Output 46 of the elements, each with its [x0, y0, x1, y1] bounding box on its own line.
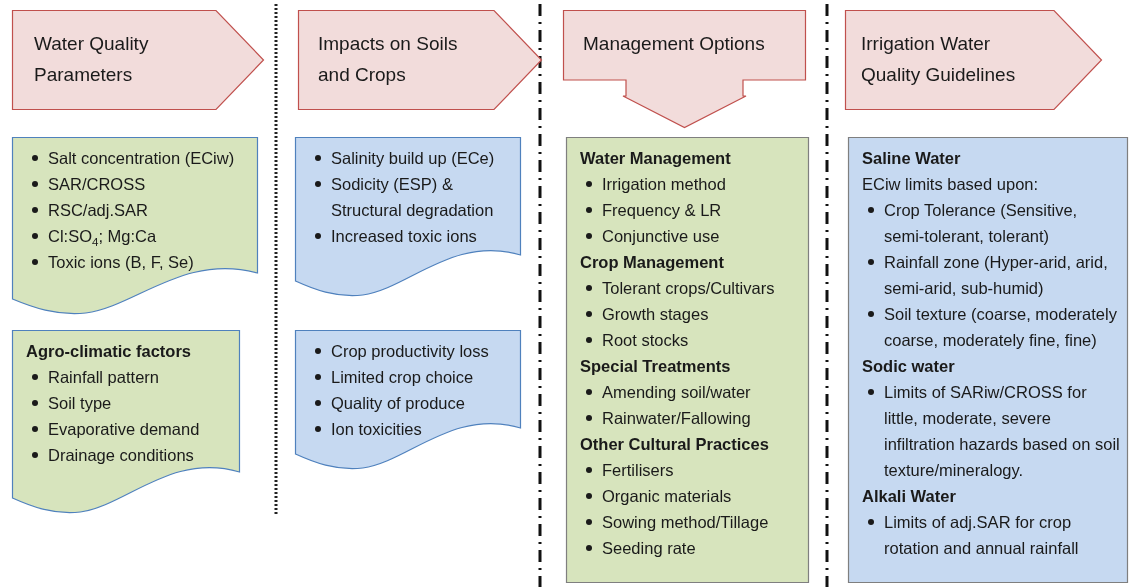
bullet-text: Drainage conditions [48, 445, 195, 466]
list-heading: Crop Management [580, 252, 725, 273]
bullet-text: Salt concentration (ECiw) [48, 148, 236, 169]
bullet-text: Tolerant crops/Cultivars [602, 278, 776, 299]
bullet-text: Organic materials [602, 486, 733, 507]
bullet-text: Amending soil/water [602, 382, 752, 403]
bullet-text: Crop productivity loss [331, 341, 490, 362]
bullet-text: Growth stages [602, 304, 710, 325]
bullet-text: Irrigation method [602, 174, 727, 195]
header-title: Management Options [583, 32, 766, 56]
list-heading: Special Treatments [580, 356, 732, 377]
bullet-text: Cl:SO$_{4}$; Mg:Ca [48, 226, 158, 249]
bullet-text: Seeding rate [602, 538, 697, 559]
header-title: Water Quality Parameters [34, 32, 150, 87]
list-heading: Alkali Water [862, 486, 957, 507]
bullet-text: Evaporative demand [48, 419, 201, 440]
bullet-text: Conjunctive use [602, 226, 721, 247]
list-heading: Agro-climatic factors [26, 341, 193, 362]
header-title: Irrigation Water Quality Guidelines [861, 32, 1017, 87]
bullet-text: Root stocks [602, 330, 690, 351]
bullet-text: Sodicity (ESP) & Structural degradation [331, 174, 495, 221]
header-title: Impacts on Soils and Crops [318, 32, 459, 87]
bullet-text: Rainfall pattern [48, 367, 160, 388]
bullet-text: Crop Tolerance (Sensitive, semi-tolerant, tolerant) [884, 200, 1079, 247]
bullet-text: Increased toxic ions [331, 226, 478, 247]
list-intro: ECiw limits based upon: [862, 174, 1040, 195]
list-heading: Water Management [580, 148, 732, 169]
bullet-text: Quality of produce [331, 393, 466, 414]
bullet-text: RSC/adj.SAR [48, 200, 149, 221]
bullet-text: Rainfall zone (Hyper-arid, arid, semi-arid, sub-humid) [884, 252, 1109, 299]
bullet-text: Limits of adj.SAR for crop rotation and annual rainfall [884, 512, 1080, 559]
bullet-text: Limits of SARiw/CROSS for little, moderate, severe infiltration hazards based on soil texture/mineralogy. [884, 382, 1120, 481]
list-heading: Sodic water [862, 356, 956, 377]
bullet-text: Soil texture (coarse, moderately coarse, moderately fine, fine) [884, 304, 1118, 351]
bullet-text: SAR/CROSS [48, 174, 147, 195]
list-heading: Saline Water [862, 148, 962, 169]
bullet-text: Rainwater/Fallowing [602, 408, 752, 429]
bullet-text: Soil type [48, 393, 113, 414]
list-heading: Other Cultural Practices [580, 434, 770, 455]
bullet-text: Toxic ions (B, F, Se) [48, 252, 195, 273]
bullet-text: Sowing method/Tillage [602, 512, 770, 533]
bullet-text: Ion toxicities [331, 419, 423, 440]
bullet-text: Limited crop choice [331, 367, 475, 388]
bullet-text: Salinity build up (ECe) [331, 148, 496, 169]
bullet-text: Fertilisers [602, 460, 675, 481]
bullet-text: Frequency & LR [602, 200, 723, 221]
